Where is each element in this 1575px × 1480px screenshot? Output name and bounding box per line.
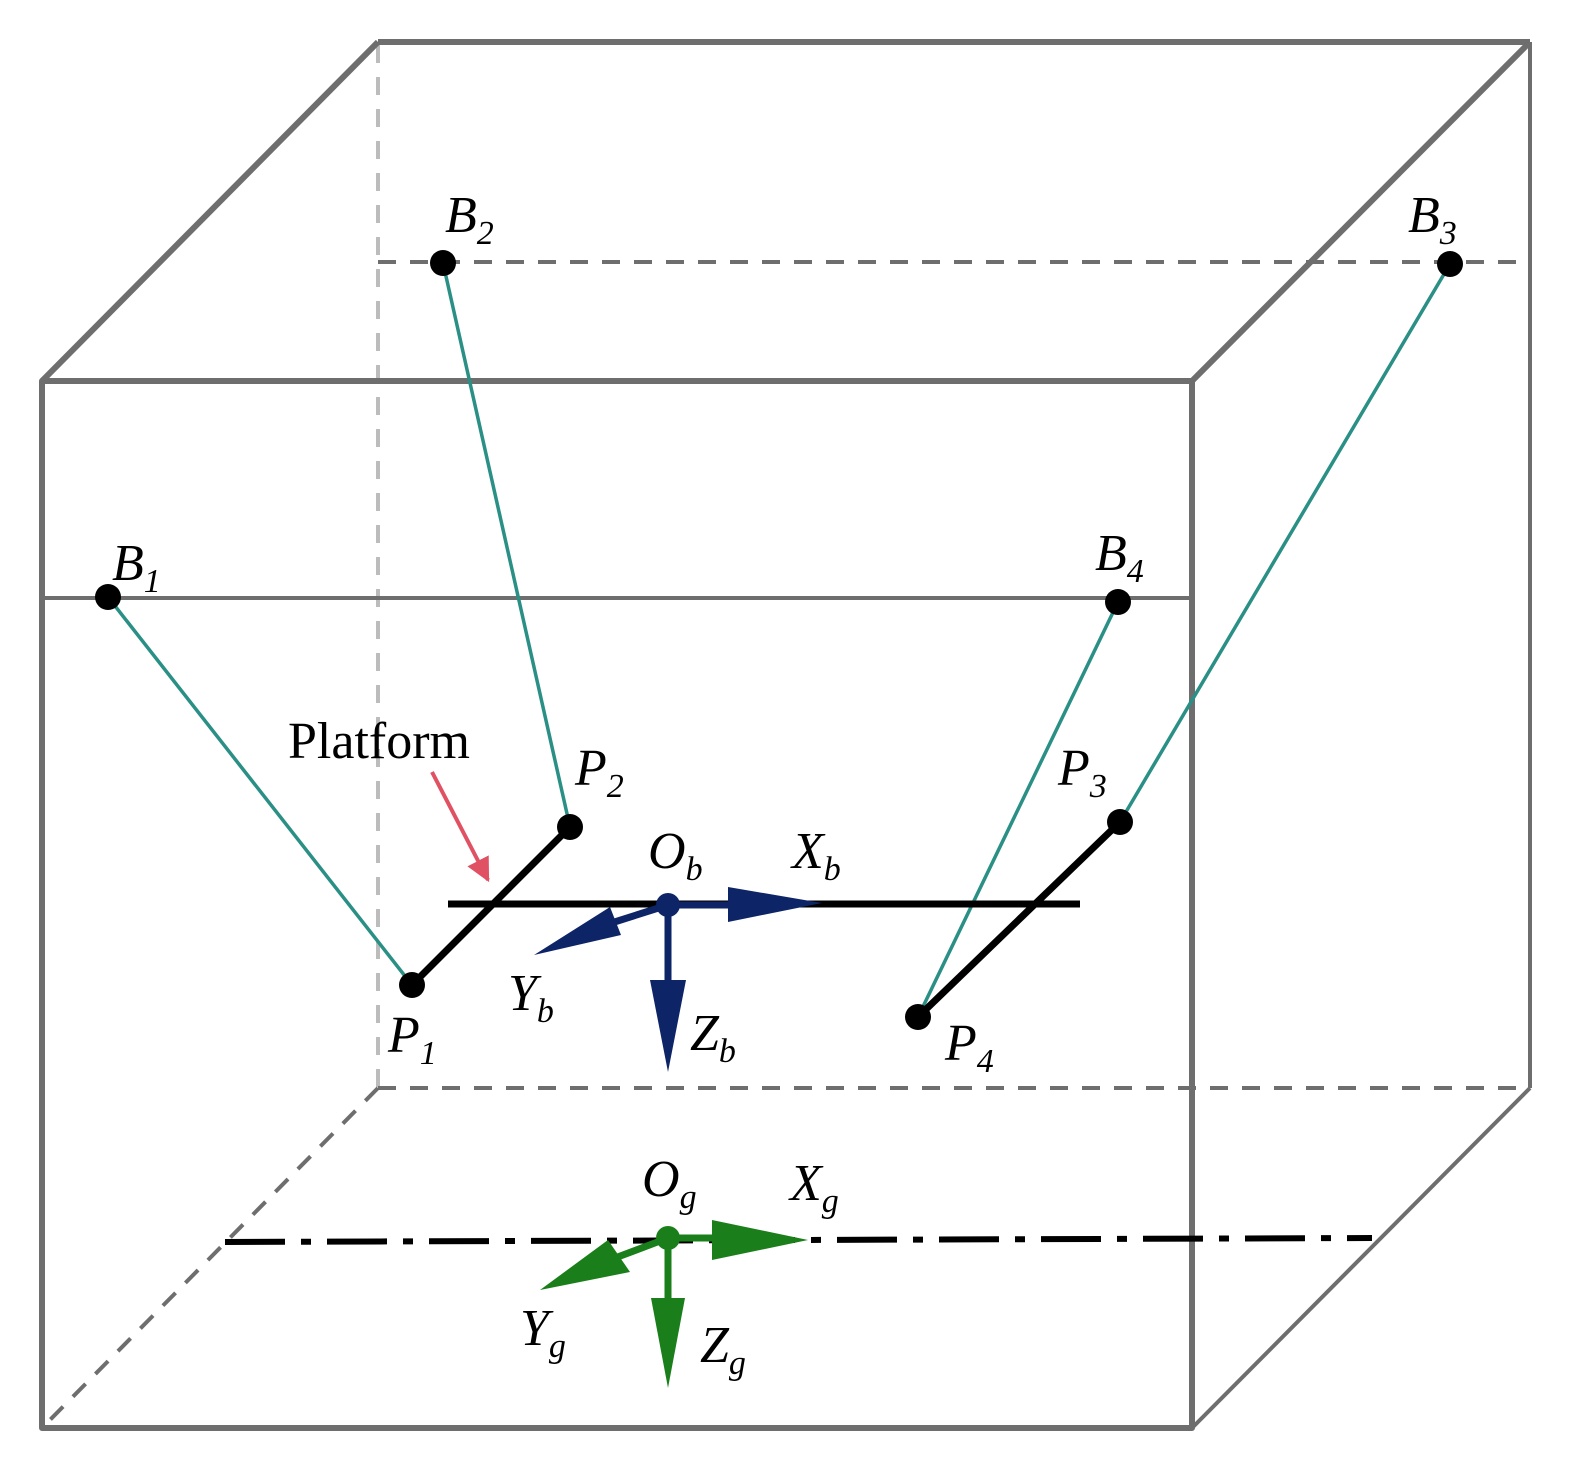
label-body-origin: Ob [648, 823, 703, 888]
points [95, 250, 1463, 1030]
frame-front-face [39, 378, 1195, 1431]
point-b4 [1105, 589, 1131, 615]
label-body-z: Zb [690, 1005, 736, 1070]
point-p1 [399, 972, 425, 998]
point-p3 [1107, 809, 1133, 835]
label-p4: P4 [944, 1015, 994, 1080]
ground-origin-dot [656, 1226, 680, 1250]
label-p1: P1 [387, 1007, 437, 1072]
point-labels: B1 B2 B3 B4 P1 P2 P3 P4 [112, 187, 1457, 1080]
ground-x-arrowhead [712, 1220, 808, 1260]
body-x-arrowhead [728, 887, 822, 922]
point-b3 [1437, 251, 1463, 277]
label-p3: P3 [1057, 740, 1107, 805]
label-ground-origin: Og [642, 1151, 697, 1216]
frame-bottom-right-diagonal [1190, 1086, 1532, 1430]
ground-frame-labels: Og Xg Yg Zg [520, 1151, 839, 1382]
hidden-edge-bottom-diagonal [40, 1086, 380, 1430]
label-body-y: Yb [508, 965, 554, 1030]
label-ground-z: Zg [700, 1317, 746, 1382]
platform-annotation-label: Platform [288, 713, 470, 770]
frame-top-left-diagonal [39, 39, 381, 384]
point-p2 [557, 814, 583, 840]
body-y-arrowhead [534, 907, 621, 955]
cable-2 [441, 262, 572, 828]
body-origin-dot [656, 893, 680, 917]
point-p4 [905, 1004, 931, 1030]
label-body-x: Xb [790, 823, 841, 888]
label-b3: B3 [1408, 187, 1457, 252]
frame-visible-edges [39, 39, 1533, 1431]
label-ground-x: Xg [788, 1155, 839, 1220]
frame-hidden-edges [40, 45, 1530, 1430]
cable-3 [1118, 263, 1452, 823]
platform-bar-right [914, 818, 1124, 1021]
body-frame-labels: Ob Xb Yb Zb [508, 823, 841, 1070]
point-b2 [430, 250, 456, 276]
point-b1 [95, 584, 121, 610]
label-b2: B2 [445, 187, 494, 252]
label-b1: B1 [112, 535, 161, 600]
cable-4 [916, 601, 1120, 1018]
body-z-arrowhead [650, 980, 686, 1072]
ground-y-arrowhead [540, 1240, 630, 1290]
cables [106, 262, 1452, 1018]
ground-z-arrowhead [651, 1298, 685, 1388]
label-ground-y: Yg [520, 1300, 566, 1365]
body-frame [534, 887, 822, 1072]
label-p2: P2 [574, 740, 624, 805]
platform-annotation-arrow [430, 771, 490, 883]
frame-thin-edges [42, 42, 1532, 1430]
label-b4: B4 [1095, 525, 1144, 590]
cable-1 [106, 595, 414, 987]
ground-axis-line [224, 1235, 1373, 1245]
frame-top-right-diagonal [1189, 39, 1533, 384]
ground-frame [540, 1220, 808, 1388]
